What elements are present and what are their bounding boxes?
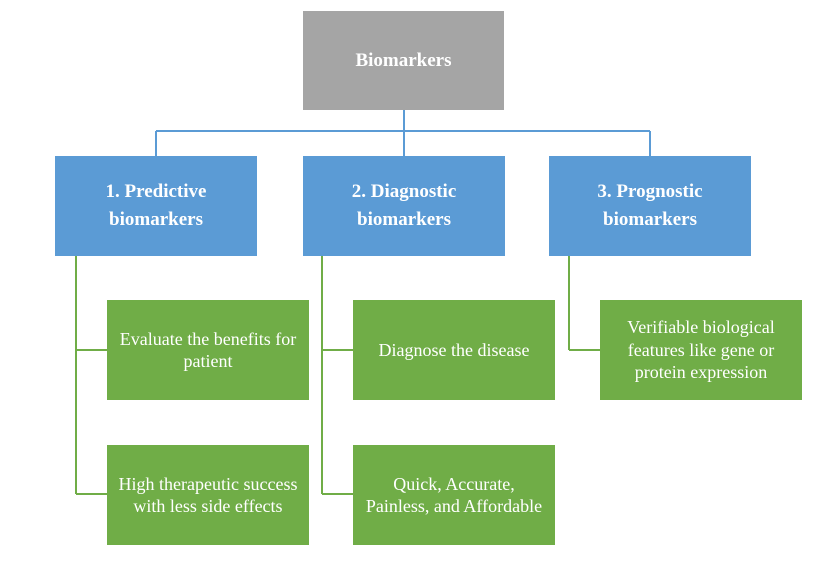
item-predictive-benefits: Evaluate the benefits for patient	[107, 300, 309, 400]
root-node: Biomarkers	[303, 11, 504, 110]
item-prognostic-features: Verifiable biological features like gene…	[600, 300, 802, 400]
item-label: Verifiable biological features like gene…	[627, 317, 775, 383]
item-predictive-success: High therapeutic success with less side …	[107, 445, 309, 545]
item-diagnostic-qualities: Quick, Accurate, Painless, and Affordabl…	[353, 445, 555, 545]
item-label: Diagnose the disease	[378, 339, 530, 360]
category-predictive: 1. Predictive biomarkers	[55, 156, 257, 256]
root-label: Biomarkers	[355, 49, 452, 71]
item-label: Evaluate the benefits for patient	[119, 328, 297, 372]
category-prognostic: 3. Prognostic biomarkers	[549, 156, 751, 256]
item-label: High therapeutic success with less side …	[118, 473, 298, 517]
item-diagnostic-diagnose: Diagnose the disease	[353, 300, 555, 400]
category-label: 1. Predictive biomarkers	[105, 181, 207, 230]
item-label: Quick, Accurate, Painless, and Affordabl…	[365, 473, 543, 517]
category-diagnostic: 2. Diagnostic biomarkers	[303, 156, 505, 256]
category-label: 3. Prognostic biomarkers	[597, 181, 703, 230]
category-label: 2. Diagnostic biomarkers	[351, 181, 457, 230]
